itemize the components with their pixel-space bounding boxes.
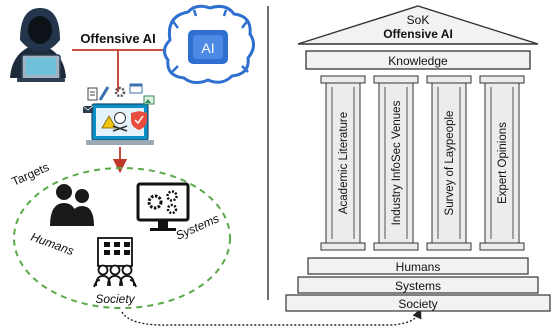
shield-icon	[131, 111, 147, 130]
roof-title: SoK	[407, 13, 430, 27]
pillar-label: Academic Literature	[338, 112, 350, 214]
hacker-icon	[10, 8, 66, 82]
warning-icon	[101, 115, 117, 129]
ai-brain-icon: AI	[163, 4, 255, 85]
step-society	[285, 294, 551, 312]
knowledge-label: Knowledge	[388, 54, 448, 68]
link-curve	[121, 308, 422, 326]
pillar-base	[373, 242, 419, 251]
offensive-ai-label: Offensive AI	[80, 31, 155, 46]
step-label-systems: Systems	[395, 279, 441, 293]
pillar-label: Industry InfoSec Venues	[391, 100, 403, 225]
humans-label: Humans	[29, 230, 76, 258]
pillar-capital	[479, 75, 525, 84]
gear-icon	[114, 86, 126, 98]
window-icon	[129, 83, 143, 94]
targets-ellipse	[13, 167, 231, 309]
pillars-group: Academic Literature Industry InfoSec Ven…	[320, 75, 525, 251]
targets-label: Targets	[10, 160, 52, 189]
envelope-icon	[82, 105, 94, 113]
systems-icon	[136, 182, 190, 231]
society-label: Society	[95, 292, 135, 306]
pillar-label: Expert Opinions	[497, 122, 509, 204]
step-label-society: Society	[398, 297, 437, 311]
image-icon	[143, 95, 155, 105]
pillar-capital	[373, 75, 419, 84]
skull-icon	[112, 112, 128, 132]
step-humans	[307, 257, 529, 275]
knowledge-beam	[305, 50, 531, 70]
humans-icon	[50, 184, 94, 226]
ai-chip-label: AI	[201, 40, 214, 56]
pillar-capital	[426, 75, 472, 84]
society-icon	[93, 237, 137, 288]
pillar-base	[426, 242, 472, 251]
pillar-base	[479, 242, 525, 251]
pillar-base	[320, 242, 366, 251]
pillar-capital	[320, 75, 366, 84]
pencil-icon	[98, 86, 110, 101]
temple-roof	[297, 5, 539, 45]
step-systems	[297, 276, 539, 294]
step-label-humans: Humans	[396, 260, 441, 274]
pillar-label: Survey of Laypeople	[444, 111, 456, 216]
document-icon	[87, 87, 98, 101]
roof-subtitle: Offensive AI	[383, 27, 453, 41]
